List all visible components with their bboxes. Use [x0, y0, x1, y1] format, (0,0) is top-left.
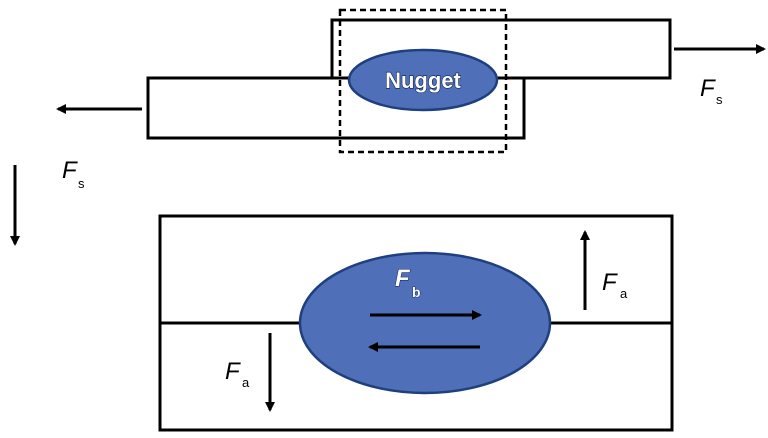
highlight-box [338, 8, 508, 154]
nugget-ellipse [347, 48, 499, 112]
axial-up-subscript: a [620, 286, 628, 301]
bond-force-label: F b [395, 265, 421, 301]
bond-force-subscript: b [412, 284, 421, 300]
bond-force-symbol: F [395, 265, 411, 292]
axial-up-symbol: F [602, 269, 618, 296]
shear-label-left: F s [62, 157, 85, 191]
shear-label-right: F s [700, 75, 723, 107]
shear-right-subscript: s [716, 92, 723, 107]
shear-left-symbol: F [62, 157, 78, 184]
axial-down-symbol: F [225, 358, 241, 385]
shear-right-symbol: F [700, 75, 716, 102]
enlarged-nugget-ellipse [298, 251, 552, 395]
axial-label-down: F a [225, 358, 250, 390]
axial-down-subscript: a [242, 375, 250, 390]
shear-left-subscript: s [78, 176, 85, 191]
lap-joint-view: Nugget F s F s [56, 8, 766, 191]
nugget-label: Nugget [385, 68, 461, 93]
axial-label-up: F a [602, 269, 628, 301]
enlarged-section-view: F b F a F a [158, 214, 674, 432]
